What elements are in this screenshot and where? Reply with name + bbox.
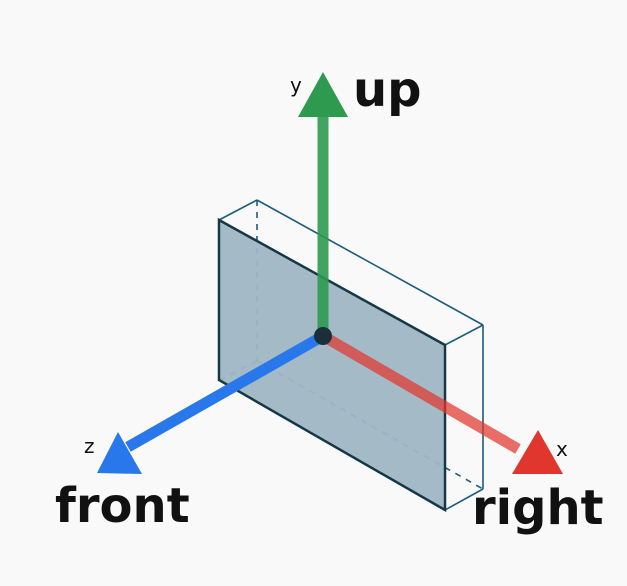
z-axis-arrowhead xyxy=(97,432,142,474)
x-axis-shaft xyxy=(320,331,521,454)
z-axis-letter: z xyxy=(84,434,95,458)
z-axis-shaft xyxy=(125,331,326,452)
y-axis-arrow xyxy=(298,72,348,336)
z-axis-arrow xyxy=(97,331,326,474)
origin-dot xyxy=(314,327,332,345)
x-axis-direction-label: right xyxy=(472,480,604,536)
box-front-face xyxy=(217,217,447,513)
y-axis-arrowhead xyxy=(298,72,348,117)
box-bottom-right-edge xyxy=(444,488,484,511)
box-top-left-edge xyxy=(218,199,258,221)
x-axis-arrow xyxy=(320,331,563,474)
box-top-right-edge xyxy=(444,324,484,346)
box-top-back-edge xyxy=(256,199,484,326)
y-axis-direction-label: up xyxy=(353,62,422,118)
z-axis-direction-label: front xyxy=(55,478,190,534)
x-axis-letter: x xyxy=(556,437,568,461)
y-axis-letter: y xyxy=(290,73,302,97)
x-axis-arrowhead xyxy=(512,430,563,474)
